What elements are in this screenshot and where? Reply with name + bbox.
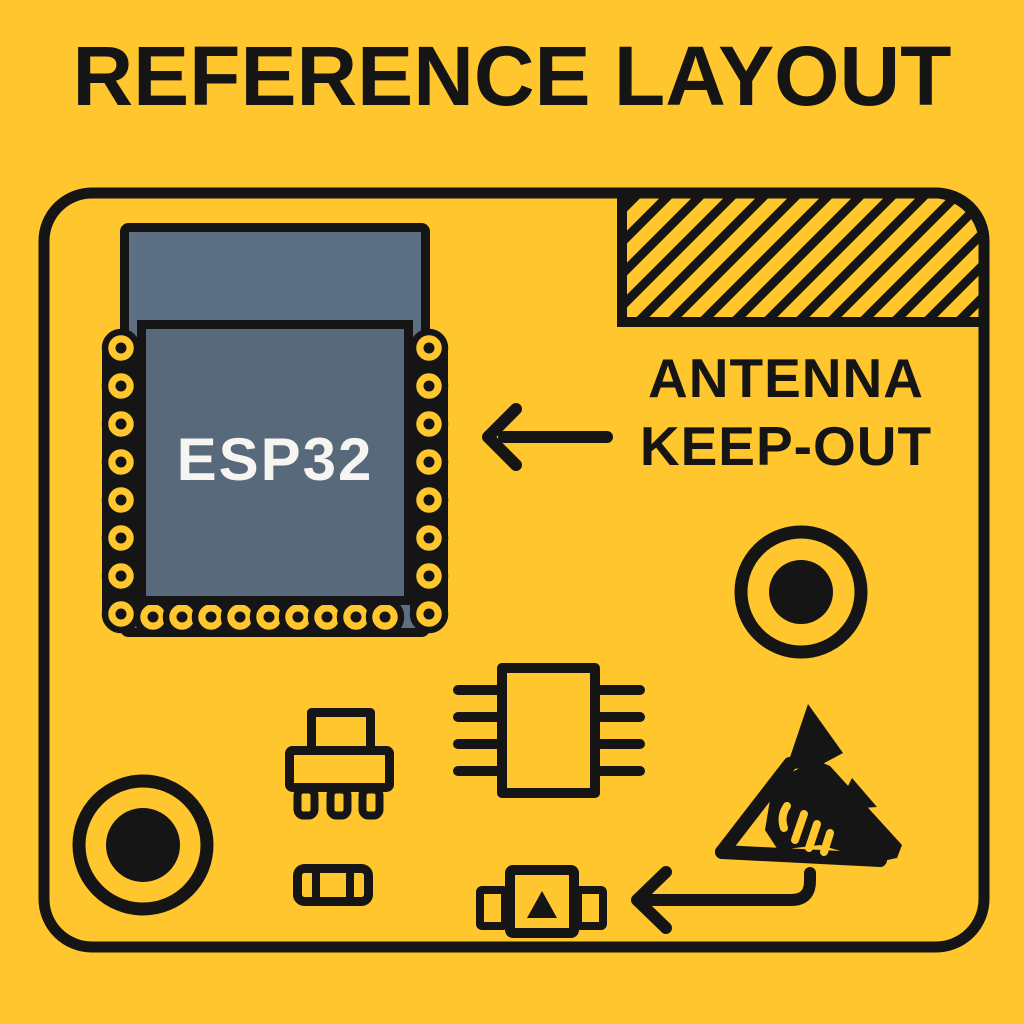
chip-resistor-icon bbox=[293, 864, 373, 906]
module-shield bbox=[137, 320, 413, 605]
esp32-module-icon bbox=[102, 223, 448, 637]
antenna-keepout-zone-icon bbox=[617, 188, 989, 327]
esd-warning-icon bbox=[715, 704, 902, 867]
antenna-keepout-line2: KEEP-OUT bbox=[639, 415, 933, 477]
connector-icon bbox=[285, 708, 394, 820]
antenna-keepout-label: ANTENNA KEEP-OUT bbox=[640, 344, 932, 480]
page-title: REFERENCE LAYOUT bbox=[72, 29, 952, 123]
mounting-hole-bottom-left-icon bbox=[72, 774, 214, 916]
mounting-hole-top-right-icon bbox=[734, 525, 868, 659]
arrow-to-module-icon bbox=[482, 403, 613, 471]
pcb-board-outline bbox=[38, 187, 990, 953]
smd-component-icon bbox=[476, 865, 607, 938]
arrow-to-component-icon bbox=[631, 866, 816, 934]
antenna-keepout-line1: ANTENNA bbox=[648, 347, 924, 409]
esp32-module-label: ESP32 bbox=[176, 426, 374, 493]
castellated-pads-bottom bbox=[137, 601, 401, 633]
ic-chip-icon bbox=[453, 663, 645, 798]
